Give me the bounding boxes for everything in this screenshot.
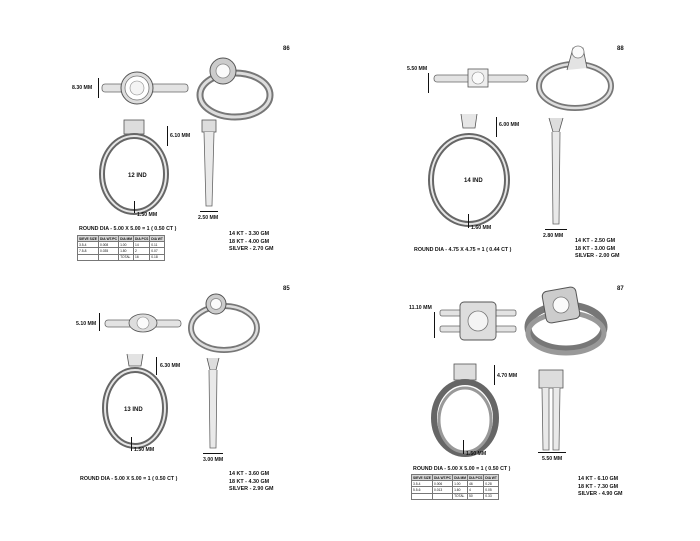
weight-line: 14 KT - 2.50 GM	[575, 238, 616, 244]
page-number: 87	[617, 286, 624, 292]
metal-weights: 14 KT - 2.50 GM 18 KT - 3.00 GM SILVER -…	[575, 238, 620, 261]
dimension-line	[167, 126, 169, 146]
dimension-label: 5.50 MM	[542, 456, 563, 462]
ring-side-view-image	[206, 357, 220, 449]
ring-front-view-image	[102, 353, 168, 449]
table-cell: 0.33	[483, 492, 499, 500]
dimension-label: 5.10 MM	[76, 321, 97, 327]
table-cell	[431, 492, 454, 500]
table-row: TOTAL 50 0.33	[411, 492, 499, 500]
table-cell: TOTAL	[118, 253, 135, 261]
dimension-label: 11.10 MM	[409, 305, 432, 311]
diamond-spec: ROUND DIA - 5.00 X 5.00 = 1 ( 0.50 CT )	[79, 226, 177, 232]
dimension-line	[98, 78, 100, 98]
page-number: 88	[617, 46, 624, 52]
dimension-line	[494, 365, 496, 385]
ring-top-view-image	[104, 313, 182, 333]
dimension-label: 6.30 MM	[160, 363, 181, 369]
table-cell: 50	[467, 492, 485, 500]
weight-line: 14 KT - 3.60 GM	[229, 471, 270, 477]
diamond-table: SIEVE SIZE DIA WT/PC DIA MM DIA PCS DIA …	[411, 473, 499, 500]
ring-top-view-image	[439, 301, 517, 341]
weight-line: 14 KT - 3.30 GM	[229, 231, 270, 237]
dimension-line	[463, 440, 465, 454]
weight-line: SILVER - 4.90 GM	[578, 491, 623, 498]
dimension-label: 5.50 MM	[407, 66, 428, 72]
diamond-spec: ROUND DIA - 4.75 X 4.75 = 1 ( 0.44 CT )	[414, 247, 512, 253]
metal-weights: 14 KT - 6.10 GM 18 KT - 7.30 GM SILVER -…	[578, 476, 623, 499]
table-cell: 16	[133, 253, 151, 261]
metal-weights: 14 KT - 3.30 GM 18 KT - 4.00 GM SILVER -…	[229, 231, 274, 254]
dimension-line	[200, 211, 218, 213]
ring-front-view-image	[431, 363, 499, 457]
dimension-label: 1.60 MM	[471, 225, 492, 231]
weight-line: 14 KT - 6.10 GM	[578, 476, 619, 482]
ring-perspective-image	[188, 293, 260, 353]
ring-size-label: 13 IND	[124, 407, 143, 413]
dimension-label: 4.70 MM	[497, 373, 518, 379]
dimension-label: 8.30 MM	[72, 85, 93, 91]
dimension-label: 2.80 MM	[543, 233, 564, 239]
table-cell	[411, 492, 433, 500]
diamond-spec: ROUND DIA - 5.00 X 5.00 = 1 ( 0.50 CT )	[413, 466, 511, 472]
dimension-line	[434, 312, 436, 338]
weight-line: SILVER - 2.00 GM	[575, 253, 620, 260]
ring-front-view-image	[428, 113, 510, 227]
table-cell: TOTAL	[452, 492, 469, 500]
dimension-line	[156, 357, 158, 375]
dimension-line	[99, 313, 101, 331]
ring-perspective-image	[524, 286, 608, 356]
ring-top-view-image	[433, 68, 529, 88]
diamond-table: SIEVE SIZE DIA WT/PC DIA MM DIA PCS DIA …	[77, 234, 165, 261]
dimension-line	[468, 214, 470, 228]
dimension-line	[428, 73, 430, 93]
table-cell: 0.18	[149, 253, 165, 261]
dimension-line	[203, 453, 223, 455]
table-cell	[77, 253, 99, 261]
ring-side-view-image	[538, 369, 564, 451]
weight-line: 18 KT - 3.00 GM	[575, 245, 616, 252]
weight-line: SILVER - 2.70 GM	[229, 246, 274, 253]
weight-line: SILVER - 2.90 GM	[229, 486, 274, 493]
ring-top-view-image	[101, 71, 189, 105]
dimension-label: 6.00 MM	[499, 122, 520, 128]
dimension-label: 3.00 MM	[203, 457, 224, 463]
dimension-line	[496, 117, 498, 137]
page-number: 85	[283, 286, 290, 292]
ring-side-view-image	[201, 119, 217, 207]
dimension-label: 1.50 MM	[137, 212, 158, 218]
dimension-line	[134, 201, 136, 213]
dimension-line	[131, 437, 133, 451]
weight-line: 18 KT - 7.30 GM	[578, 483, 619, 490]
dimension-label: 6.10 MM	[170, 133, 191, 139]
dimension-label: 1.50 MM	[134, 447, 155, 453]
weight-line: 18 KT - 4.30 GM	[229, 478, 270, 485]
dimension-line	[545, 229, 567, 231]
diamond-spec: ROUND DIA - 5.00 X 5.00 = 1 ( 0.50 CT )	[80, 476, 178, 482]
table-cell	[97, 253, 120, 261]
page-number: 86	[283, 46, 290, 52]
table-row: TOTAL 16 0.18	[77, 253, 165, 261]
ring-perspective-image	[196, 57, 274, 121]
ring-perspective-image	[536, 45, 614, 111]
dimension-label: 2.50 MM	[198, 215, 219, 221]
ring-size-label: 14 IND	[464, 178, 483, 184]
dimension-label: 1.50 MM	[466, 451, 487, 457]
dimension-line	[538, 452, 566, 454]
weight-line: 18 KT - 4.00 GM	[229, 238, 270, 245]
ring-size-label: 12 IND	[128, 173, 147, 179]
ring-side-view-image	[548, 117, 564, 225]
metal-weights: 14 KT - 3.60 GM 18 KT - 4.30 GM SILVER -…	[229, 471, 274, 494]
